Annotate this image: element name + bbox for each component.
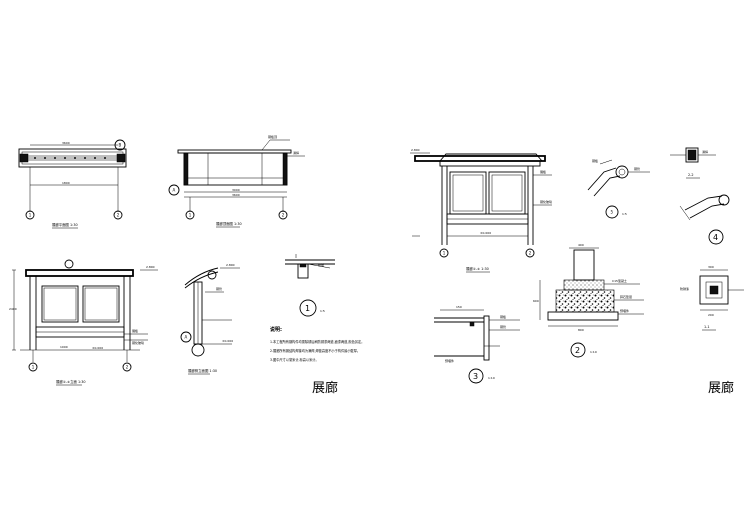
found-dim-width: 400 xyxy=(578,243,584,247)
detail-2-mark xyxy=(570,342,586,358)
s11-label-paint: 防锈漆 xyxy=(680,286,689,291)
side-elev-top: 2.800 xyxy=(226,263,235,267)
side-elevation-view: 2.800 钢管 ±0.000 A 展廊侧立面图 1:30 xyxy=(180,263,240,375)
detail-3-number: 3 xyxy=(473,372,478,381)
axis-b-label: B xyxy=(119,143,122,148)
detail-3: 150 钢板 钢管 预埋件 3 1:10 xyxy=(434,305,520,384)
detail-5-mark xyxy=(605,205,619,219)
found-label-anchor: 预埋件 xyxy=(620,308,629,313)
top-axis-a: A xyxy=(173,188,176,193)
d3-dim: 150 xyxy=(456,305,462,309)
plan-caption: 展廊平面图 1:30 xyxy=(52,222,78,227)
general-notes: 说明: 1.本工程所有钢构件均需除锈后刷防锈漆两道,面漆两道,颜色另定。 2.展… xyxy=(270,326,364,362)
front-label-glass: 钢化玻璃 xyxy=(132,340,144,345)
front-elev-top: 2.800 xyxy=(146,265,155,269)
found-dim-base: 800 xyxy=(578,328,584,332)
section-elev-top: 2.800 xyxy=(411,148,420,152)
front-dim-height: 2400 xyxy=(9,307,17,311)
detail-4-number: 4 xyxy=(713,233,718,242)
detail-4: 4 xyxy=(679,194,730,245)
section-2-2: 满焊 2-2 xyxy=(670,147,716,179)
plan-dim-inner: 1800 xyxy=(62,181,70,185)
front-elevation-caption: 展廊①-②立面 1:30 xyxy=(56,379,86,384)
top-elevation-view: 钢板顶 满焊 3000 3600 A 1 2 展廊顶面图 1:30 xyxy=(168,134,305,228)
d3-label-anchor: 预埋件 xyxy=(445,358,454,363)
detail-2-scale: 1:10 xyxy=(590,350,597,354)
d5-label-pipe: 钢管 xyxy=(634,166,640,171)
side-label-pipe: 钢管 xyxy=(216,286,222,291)
detail-1-mark xyxy=(299,299,317,317)
sheet-title-left: 展廊 xyxy=(312,380,338,396)
side-axis-a: A xyxy=(185,335,188,340)
detail-1: 钢板 1 1:5 xyxy=(285,254,335,317)
detail-4-mark xyxy=(708,229,724,245)
detail-1-scale: 1:5 xyxy=(320,309,325,313)
section-1-1: 200 300 防锈漆 1-1 xyxy=(680,265,744,331)
section-label-glass: 钢化玻璃 xyxy=(540,199,552,204)
section-label-board: 展板 xyxy=(540,169,546,174)
plan-view: 3600 1800 B 1 2 展廊平面图 1:30 xyxy=(18,139,127,229)
plan-dim-total: 3600 xyxy=(62,141,70,145)
front-label-board: 展板 xyxy=(132,328,138,333)
front-elev-base: ±0.000 xyxy=(92,346,103,350)
front-section-view: ±0.000 2.800 钢化玻璃 展板 1 2 展廊①-② 1:30 xyxy=(410,148,552,273)
detail-3-mark xyxy=(468,368,484,384)
plan-axis-2: 2 xyxy=(117,213,120,218)
top-axis-1: 1 xyxy=(189,213,192,218)
s22-label-weld: 满焊 xyxy=(702,149,708,154)
detail-2-number: 2 xyxy=(575,346,580,355)
notes-line-3: 3.图中尺寸以毫米计,标高以米计。 xyxy=(270,357,319,362)
notes-heading: 说明: xyxy=(270,326,282,333)
side-elev-base: ±0.000 xyxy=(222,339,233,343)
detail-2-foundation: 400 600 800 C15混凝土 碎石垫层 预埋件 2 1:10 xyxy=(533,243,644,358)
section-1-1-caption: 1-1 xyxy=(704,325,710,329)
section-axis-1: 1 xyxy=(443,251,446,256)
plan-axis-1: 1 xyxy=(29,213,32,218)
top-dim-total: 3600 xyxy=(232,193,240,197)
detail-5: 钢管 钢板 5 1:5 xyxy=(587,158,650,219)
top-label-roof: 钢板顶 xyxy=(268,134,277,139)
top-label-weld: 满焊 xyxy=(293,150,299,155)
section-2-2-caption: 2-2 xyxy=(688,173,694,177)
side-elevation-caption: 展廊侧立面图 1:30 xyxy=(188,368,217,373)
top-dim-inner: 3000 xyxy=(232,188,240,192)
section-caption: 展廊①-② 1:30 xyxy=(466,266,489,271)
detail-3-scale: 1:10 xyxy=(488,376,495,380)
front-axis-1: 1 xyxy=(32,365,35,370)
found-label-concrete: C15混凝土 xyxy=(612,278,627,283)
found-dim-depth: 600 xyxy=(533,299,539,303)
detail-1-number: 1 xyxy=(305,304,310,313)
section-axis-2: 2 xyxy=(529,251,532,256)
detail-5-number: 5 xyxy=(611,210,614,215)
front-axis-2: 2 xyxy=(126,365,129,370)
notes-line-1: 1.本工程所有钢构件均需除锈后刷防锈漆两道,面漆两道,颜色另定。 xyxy=(270,339,364,344)
d3-label-pipe: 钢管 xyxy=(500,324,506,329)
axis-b-circle xyxy=(114,139,126,151)
front-dim-mid: 1000 xyxy=(60,345,68,349)
top-elevation-caption: 展廊顶面图 1:30 xyxy=(216,221,242,226)
s11-dim-inner: 200 xyxy=(708,313,714,317)
top-axis-2: 2 xyxy=(282,213,285,218)
notes-line-2: 2.展廊所有钢结构焊接均为满焊,焊缝高度不小于构件最小壁厚。 xyxy=(270,348,360,353)
section-elev-base: ±0.000 xyxy=(480,231,491,235)
front-elevation-view: 2400 2.800 展板 钢化玻璃 ±0.000 1000 1 2 展廊①-②… xyxy=(9,259,158,386)
sheet-title-right: 展廊 xyxy=(708,380,734,396)
d1-label-plate: 钢板 xyxy=(318,262,324,267)
s11-dim-total: 300 xyxy=(708,265,714,269)
plan-dots xyxy=(34,157,106,159)
d3-label-plate: 钢板 xyxy=(500,314,506,319)
d5-label-plate: 钢板 xyxy=(592,158,598,163)
detail-5-scale: 1:5 xyxy=(622,212,627,216)
found-label-gravel: 碎石垫层 xyxy=(620,294,632,299)
